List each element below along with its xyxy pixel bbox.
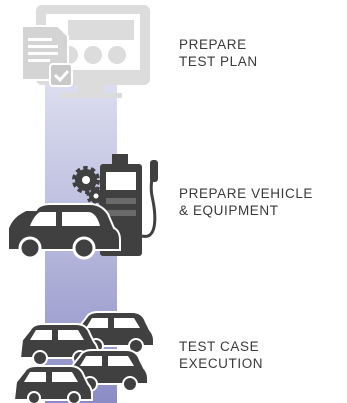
car-icon [68,349,149,392]
step-label-prepare-test-plan: PREPARE TEST PLAN [179,36,258,70]
step-label-line2: EXECUTION [179,356,264,371]
step-label-line1: TEST CASE [179,339,260,354]
probe-icon [150,160,158,182]
step-label-line1: PREPARE [179,37,247,52]
checkbox-icon [49,63,73,87]
step-label-test-case-execution: TEST CASE EXECUTION [179,338,263,372]
step-label-prepare-vehicle: PREPARE VEHICLE & EQUIPMENT [179,185,313,219]
step-label-line1: PREPARE VEHICLE [179,186,314,201]
car-icon [12,365,93,403]
step-label-line2: & EQUIPMENT [179,203,279,218]
step-label-line2: TEST PLAN [179,54,258,69]
